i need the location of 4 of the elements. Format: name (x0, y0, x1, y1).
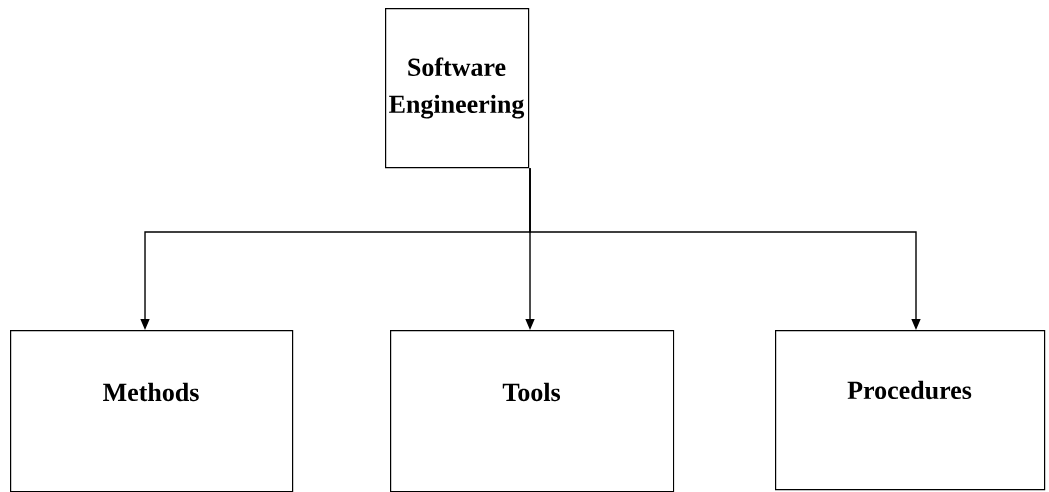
box: Software Engineering (385, 8, 530, 169)
box: Methods (10, 330, 294, 492)
box: Procedures (775, 330, 1046, 491)
box: Tools (390, 330, 675, 492)
